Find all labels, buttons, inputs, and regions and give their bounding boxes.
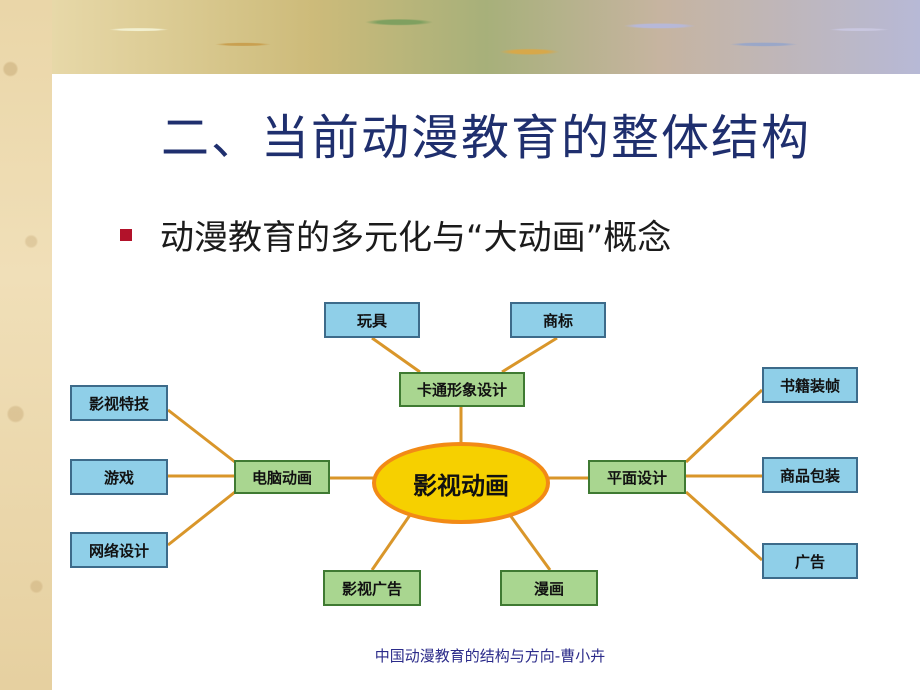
bullet-point: 动漫教育的多元化与“大动画”概念 xyxy=(120,210,671,259)
connector-computer-web xyxy=(167,490,236,547)
bullet-text: 动漫教育的多元化与“大动画”概念 xyxy=(160,218,672,258)
leaf-visual-effects: 影视特技 xyxy=(70,385,168,421)
slide-title: 二、当前动漫教育的整体结构 xyxy=(160,110,811,166)
connector-center-filmad xyxy=(370,514,412,571)
branch-comics: 漫画 xyxy=(500,570,598,606)
parchment-border xyxy=(0,0,52,690)
leaf-games: 游戏 xyxy=(70,459,168,495)
connector-center-comics xyxy=(508,514,552,571)
connector-graphic-book xyxy=(684,388,764,464)
connector-cartoon-toys xyxy=(371,336,421,374)
footer-caption: 中国动漫教育的结构与方向-曹小卉 xyxy=(374,647,606,665)
center-node: 影视动画 xyxy=(372,442,550,524)
bullet-marker xyxy=(120,228,132,241)
leaf-advertising: 广告 xyxy=(762,543,858,579)
leaf-toys: 玩具 xyxy=(324,302,420,338)
branch-film-ad: 影视广告 xyxy=(323,570,421,606)
floral-banner xyxy=(52,0,920,74)
connector-computer-vfx xyxy=(167,408,236,464)
branch-computer-animation: 电脑动画 xyxy=(234,460,330,494)
connector-cartoon-trademark xyxy=(501,336,558,374)
leaf-book-binding: 书籍装帧 xyxy=(762,367,858,403)
connector-graphic-ad xyxy=(684,490,764,562)
branch-cartoon-design: 卡通形象设计 xyxy=(399,372,525,407)
branch-graphic-design: 平面设计 xyxy=(588,460,686,494)
leaf-web-design: 网络设计 xyxy=(70,532,168,568)
leaf-packaging: 商品包装 xyxy=(762,457,858,493)
leaf-trademark: 商标 xyxy=(510,302,606,338)
